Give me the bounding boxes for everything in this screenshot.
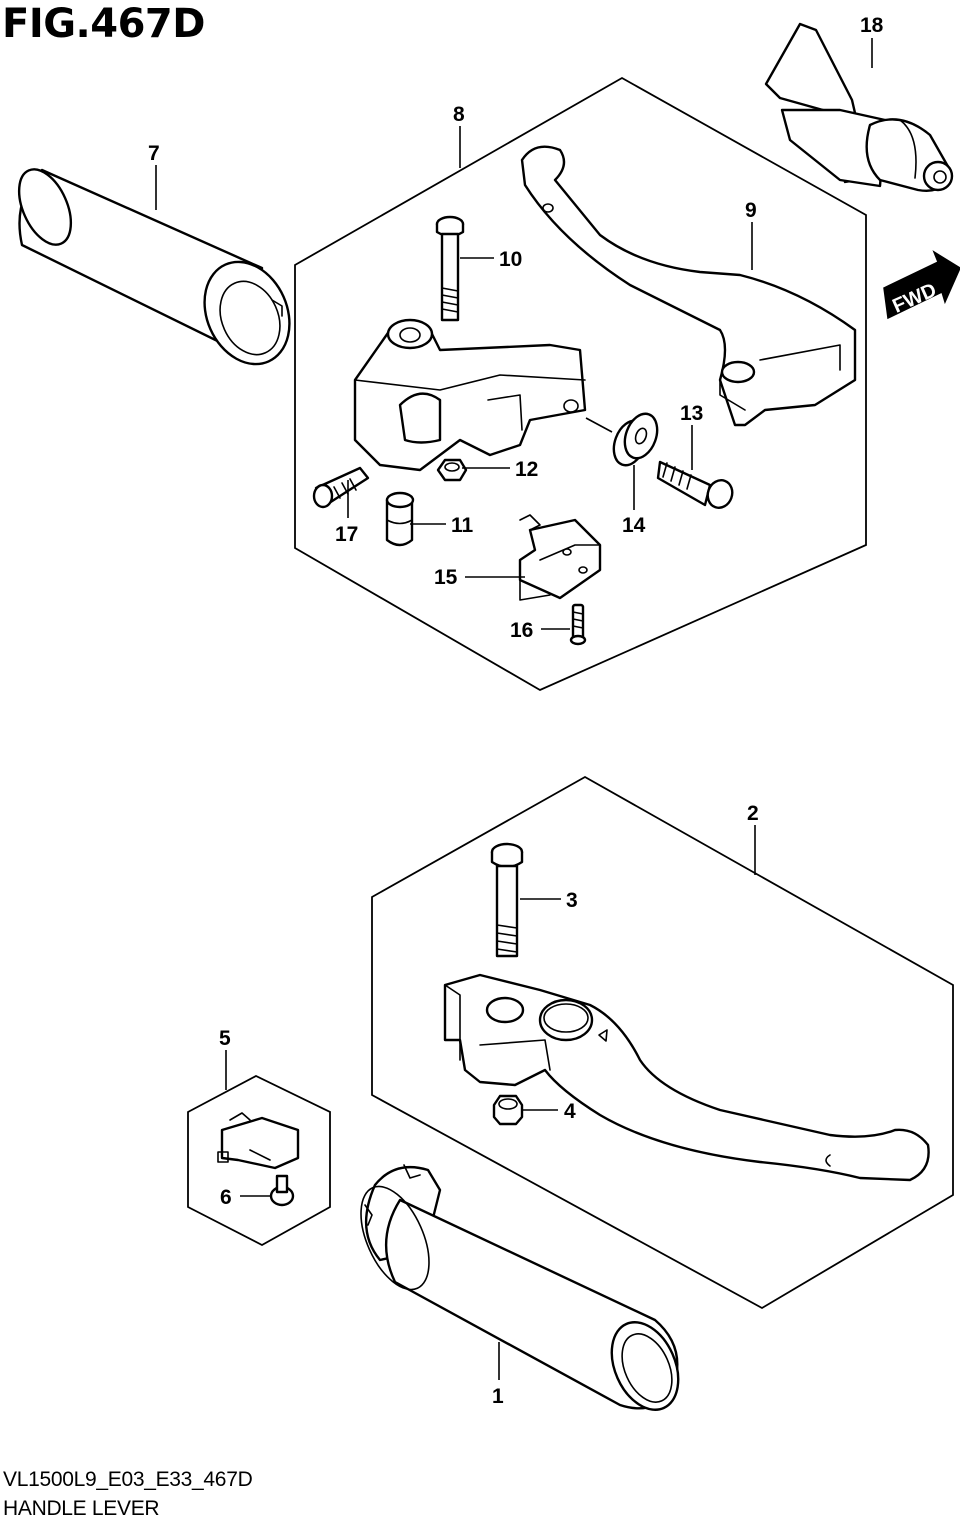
callout-16: 16 (510, 619, 533, 642)
switch-screw[interactable] (569, 603, 587, 646)
callout-15: 15 (434, 566, 458, 589)
pivot-bolt-upper[interactable] (435, 215, 465, 322)
brake-lever[interactable] (443, 973, 930, 1182)
assembly-frame-lower (371, 775, 954, 1310)
callout-5: 5 (219, 1027, 231, 1050)
adjuster-bolt[interactable] (656, 460, 736, 511)
callout-1: 1 (492, 1385, 504, 1408)
callout-3: 3 (566, 889, 578, 912)
leader-lines (155, 38, 873, 1380)
callout-14: 14 (622, 514, 646, 537)
callout-2: 2 (747, 802, 759, 825)
callout-7: 7 (148, 142, 160, 165)
callout-6: 6 (220, 1186, 232, 1209)
lever-boot[interactable] (764, 22, 954, 192)
fwd-arrow-badge: FWD (883, 250, 960, 320)
clutch-switch[interactable] (518, 514, 602, 601)
callout-8: 8 (453, 103, 465, 126)
figure-title: FIG.467D (2, 1, 205, 47)
holder-screw[interactable] (312, 466, 370, 509)
callout-17: 17 (335, 523, 358, 546)
callout-13: 13 (680, 402, 703, 425)
callout-18: 18 (860, 14, 884, 37)
adjuster-wheel[interactable] (608, 409, 663, 469)
assembly-frame-upper (294, 76, 867, 692)
callout-9: 9 (745, 199, 757, 222)
lever-holder-bracket[interactable] (353, 318, 587, 472)
section-name-label: HANDLE LEVER (3, 1497, 160, 1520)
clutch-lever[interactable] (520, 145, 857, 427)
callout-4: 4 (564, 1100, 576, 1123)
brake-switch[interactable] (217, 1112, 300, 1170)
lever-nut[interactable] (436, 458, 468, 482)
callout-labels: 7 8 18 9 10 13 12 11 14 15 16 17 2 3 4 5… (148, 14, 884, 1408)
left-grip[interactable] (9, 162, 305, 378)
lever-nut-lower[interactable] (492, 1094, 524, 1126)
throttle-grip[interactable] (347, 1164, 691, 1420)
lever-collar[interactable] (385, 491, 415, 547)
callout-12: 12 (515, 458, 538, 481)
pivot-bolt-lower[interactable] (490, 842, 524, 958)
model-code-label: VL1500L9_E03_E33_467D (3, 1468, 253, 1491)
callout-11: 11 (451, 514, 474, 537)
switch-screw-lower[interactable] (269, 1174, 295, 1207)
callout-10: 10 (499, 248, 522, 271)
switch-frame (187, 1074, 331, 1247)
